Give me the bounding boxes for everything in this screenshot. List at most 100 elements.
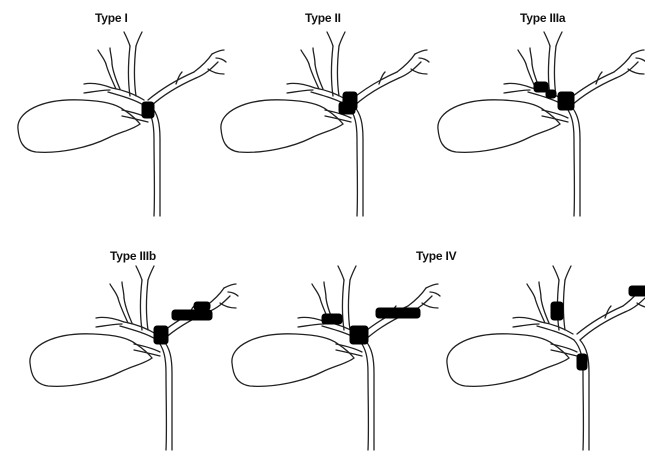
tumor-involvement: [577, 354, 587, 370]
bile-duct: [216, 58, 226, 62]
bile-duct: [530, 48, 532, 64]
bile-duct: [228, 292, 238, 296]
tumor-involvement: [534, 82, 548, 92]
gallbladder: [30, 334, 152, 387]
bile-duct: [564, 280, 566, 330]
bile-duct: [419, 58, 429, 62]
bile-duct: [301, 50, 309, 64]
bile-duct: [636, 58, 645, 62]
bile-duct: [148, 72, 194, 100]
bile-duct: [136, 32, 142, 46]
tumor-involvement: [172, 310, 212, 320]
tumor-involvement: [350, 326, 368, 344]
bile-duct: [129, 46, 131, 96]
bile-duct: [565, 266, 571, 280]
bile-duct: [147, 280, 149, 330]
diagram-type-1: [18, 32, 226, 216]
bile-duct: [287, 83, 315, 88]
bile-duct: [96, 324, 122, 327]
diagram-type-4-variant: [447, 266, 645, 450]
bile-duct: [553, 266, 559, 280]
bile-duct: [110, 48, 112, 64]
tumor-involvement: [558, 92, 574, 110]
bile-duct: [343, 280, 345, 330]
bile-duct: [625, 296, 645, 312]
bile-duct: [513, 317, 541, 322]
diagram-type-3b: [30, 266, 238, 450]
bile-duct: [327, 32, 333, 46]
gallbladder: [447, 334, 569, 387]
bile-duct: [84, 83, 112, 88]
bile-duct: [556, 32, 562, 46]
bile-duct: [120, 326, 157, 340]
bile-duct: [616, 62, 638, 78]
diagram-type-2: [221, 32, 429, 216]
tumor-involvement: [194, 302, 210, 310]
bile-duct: [537, 326, 574, 340]
bile-duct: [122, 282, 124, 298]
bile-duct: [315, 64, 323, 89]
bile-duct: [112, 64, 120, 89]
bile-duct: [145, 106, 154, 216]
bile-duct: [541, 298, 549, 323]
tumor-involvement: [629, 286, 645, 296]
bile-duct: [577, 306, 623, 334]
tumor-involvement: [339, 102, 355, 114]
bile-duct: [124, 32, 130, 46]
bile-duct: [518, 50, 526, 64]
bile-duct: [539, 282, 541, 298]
tumor-involvement: [546, 90, 556, 98]
bile-duct: [332, 46, 334, 96]
bile-duct: [637, 303, 645, 308]
bile-duct: [339, 32, 345, 46]
bile-duct: [141, 280, 143, 330]
gallbladder: [18, 100, 140, 153]
tumor-involvement: [322, 314, 342, 324]
bile-duct: [338, 266, 344, 280]
bile-duct: [96, 317, 124, 322]
bile-duct: [312, 284, 320, 298]
bile-duct: [108, 92, 145, 106]
bile-duct: [110, 284, 118, 298]
bile-duct: [632, 50, 644, 54]
bile-duct: [426, 284, 438, 288]
gallbladder: [438, 100, 560, 153]
bile-duct: [224, 284, 236, 288]
bile-duct: [348, 106, 357, 216]
bile-duct: [298, 324, 324, 327]
diagram-type-4: [232, 266, 440, 450]
bile-duct: [351, 72, 397, 100]
bile-duct: [544, 32, 550, 46]
bile-duct: [350, 266, 356, 280]
bile-duct: [513, 324, 539, 327]
bile-duct: [504, 90, 530, 93]
bile-duct: [415, 50, 427, 54]
bile-duct: [430, 292, 440, 296]
bile-duct: [148, 266, 154, 280]
bile-duct: [359, 340, 368, 450]
tumor-involvement: [154, 326, 168, 344]
bile-duct: [287, 90, 313, 93]
bile-duct: [124, 298, 132, 323]
bile-duct: [324, 282, 326, 298]
tumor-involvement: [142, 102, 154, 118]
tumor-involvement: [551, 302, 563, 320]
bile-duct: [135, 46, 137, 96]
bile-duct: [196, 62, 218, 78]
bile-duct: [549, 46, 551, 96]
diagram-type-3a: [438, 32, 645, 216]
bile-duct: [84, 90, 110, 93]
gallbladder: [221, 100, 343, 153]
bile-duct: [208, 296, 230, 312]
bile-duct: [568, 72, 614, 100]
bile-duct: [527, 284, 535, 298]
bile-duct: [349, 280, 351, 330]
bile-duct: [555, 46, 557, 96]
bile-duct: [565, 106, 574, 216]
gallbladder: [232, 334, 354, 387]
bile-duct: [136, 266, 142, 280]
bile-duct: [399, 62, 421, 78]
bile-duct: [157, 340, 166, 450]
